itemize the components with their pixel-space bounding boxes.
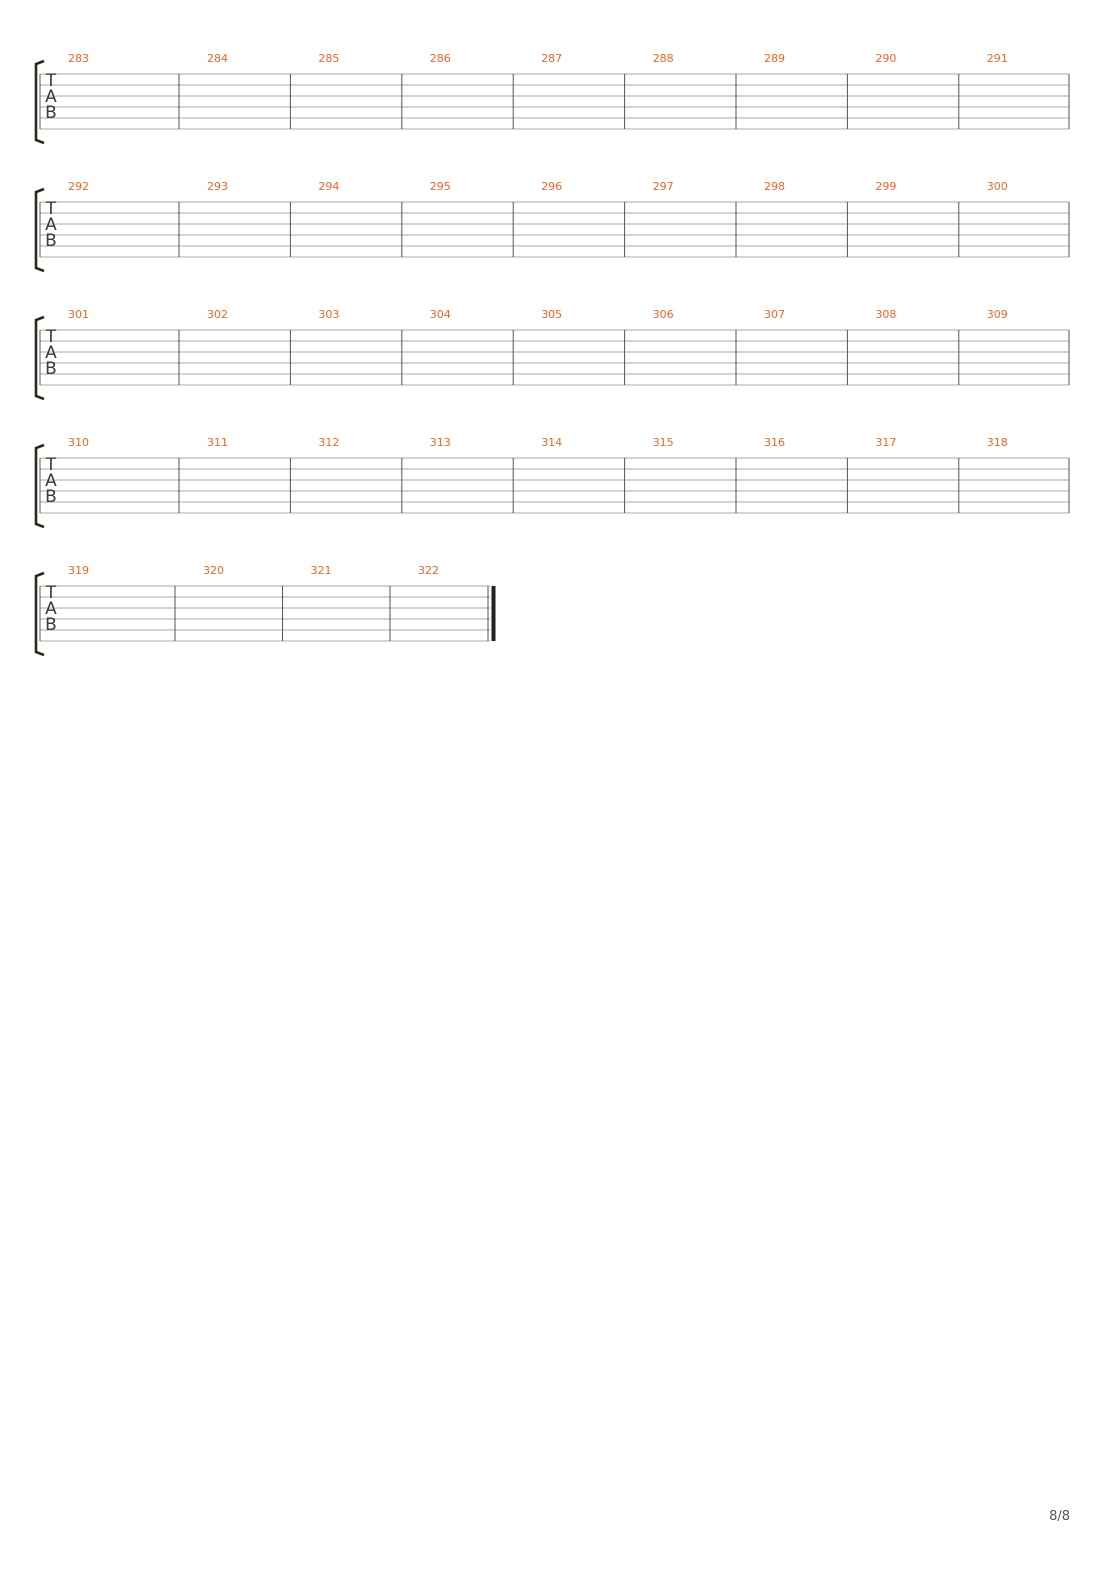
- measure-number: 294: [318, 180, 339, 193]
- tab-clef-letter: B: [45, 487, 57, 507]
- measure-number: 309: [987, 308, 1008, 321]
- tab-clef-letter: T: [45, 327, 57, 347]
- measure-number: 305: [541, 308, 562, 321]
- measure-number: 312: [318, 436, 339, 449]
- tab-clef-letter: T: [45, 455, 57, 475]
- tab-clef-letter: B: [45, 231, 57, 251]
- measure-number: 288: [653, 52, 674, 65]
- tab-clef-letter: T: [45, 199, 57, 219]
- system-bracket: [34, 571, 45, 657]
- measure-number: 321: [311, 564, 332, 577]
- measure-number: 299: [875, 180, 896, 193]
- measure-number: 296: [541, 180, 562, 193]
- measure-number: 285: [318, 52, 339, 65]
- page-number: 8/8: [1049, 1509, 1070, 1524]
- measure-number: 308: [875, 308, 896, 321]
- measure-number: 310: [68, 436, 89, 449]
- measure-number: 307: [764, 308, 785, 321]
- measure-number: 297: [653, 180, 674, 193]
- measure-number: 315: [653, 436, 674, 449]
- measure-number: 291: [987, 52, 1008, 65]
- tab-clef-letter: A: [45, 599, 57, 619]
- measure-number: 317: [875, 436, 896, 449]
- system-bracket: [34, 315, 45, 401]
- tab-clef-letter: T: [45, 583, 57, 603]
- measure-number: 289: [764, 52, 785, 65]
- tab-clef-letter: T: [45, 71, 57, 91]
- measure-number: 303: [318, 308, 339, 321]
- measure-number: 301: [68, 308, 89, 321]
- tab-clef-letter: A: [45, 87, 57, 107]
- measure-number: 316: [764, 436, 785, 449]
- measure-number: 284: [207, 52, 228, 65]
- system-bracket: [34, 59, 45, 145]
- measure-number: 293: [207, 180, 228, 193]
- measure-number: 311: [207, 436, 228, 449]
- measure-number: 302: [207, 308, 228, 321]
- measure-number: 300: [987, 180, 1008, 193]
- tab-clef-letter: B: [45, 359, 57, 379]
- measure-number: 283: [68, 52, 89, 65]
- tab-clef-letter: B: [45, 103, 57, 123]
- system-bracket: [34, 443, 45, 529]
- measure-number: 287: [541, 52, 562, 65]
- tab-clef-letter: B: [45, 615, 57, 635]
- measure-number: 322: [418, 564, 439, 577]
- measure-number: 313: [430, 436, 451, 449]
- measure-number: 306: [653, 308, 674, 321]
- measure-number: 318: [987, 436, 1008, 449]
- measure-number: 304: [430, 308, 451, 321]
- measure-number: 314: [541, 436, 562, 449]
- measure-number: 295: [430, 180, 451, 193]
- measure-number: 292: [68, 180, 89, 193]
- system-bracket: [34, 187, 45, 273]
- tab-clef-letter: A: [45, 215, 57, 235]
- measure-number: 298: [764, 180, 785, 193]
- tab-clef-letter: A: [45, 343, 57, 363]
- tab-clef-letter: A: [45, 471, 57, 491]
- measure-number: 319: [68, 564, 89, 577]
- measure-number: 286: [430, 52, 451, 65]
- measure-number: 290: [875, 52, 896, 65]
- measure-number: 320: [203, 564, 224, 577]
